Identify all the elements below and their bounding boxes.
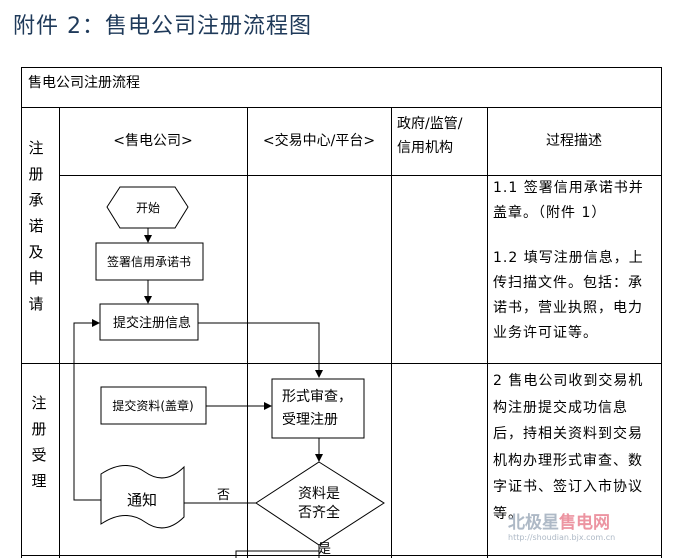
header-government: 政府/监管/ 信用机构 [397,112,462,160]
stage-char: 及 [28,243,44,261]
watermark-brand: 北极星 [508,513,559,533]
stage-char: 册 [28,165,44,183]
header-trading-center: <交易中心/平台> [262,133,376,149]
stage-label-acceptance: 注册受理 [31,394,47,490]
description-2: 2 售电公司收到交易机构注册提交成功信息后，持相关资料到交易机构办理形式审查、数… [493,373,644,522]
start-label: 开始 [136,201,160,215]
header-gov-line: 信用机构 [397,140,453,156]
start-node [106,186,189,229]
stage-char: 请 [28,295,44,313]
header-description: 过程描述 [546,133,602,149]
submit-info-box [99,303,199,341]
submit-docs-label: 提交资料(盖章) [112,398,193,413]
review-box [271,378,365,439]
sign-commitment-box [95,242,204,281]
submit-docs-box [100,386,207,425]
header-sales-company: <售电公司> [113,133,193,149]
watermark: 北极星售电网 http://shoudian.bjx.com.cn [508,508,615,542]
decision-label-2: 否齐全 [298,504,340,521]
no-label: 否 [217,488,230,503]
stage-char: 申 [28,269,44,287]
decision-label-1: 资料是 [298,486,340,502]
sign-commitment-label: 签署信用承诺书 [107,254,191,269]
stage-char: 承 [28,191,44,209]
decision-node [255,461,385,546]
header-gov-line: 政府/监管/ [397,116,463,132]
notify-document [100,465,185,529]
description-1-1: 1.1 签署信用承诺书并盖章。（附件 1） [493,180,644,221]
yes-label: 是 [318,542,331,557]
review-label-1: 形式审查， [282,389,352,405]
watermark-brand-accent: 售电网 [559,513,610,533]
stage-char: 注 [28,139,44,157]
notify-label: 通知 [127,491,157,509]
stage-char: 诺 [28,217,44,235]
watermark-url: http://shoudian.bjx.com.cn [508,533,616,542]
table-caption: 售电公司注册流程 [28,75,140,91]
page-title: 附件 2：售电公司注册流程图 [13,14,312,39]
stage-label-application: 注 册 承 诺 及 申 请 [28,135,44,317]
description-1-2: 1.2 填写注册信息，上传扫描文件。包括：承诺书，营业执照，电力业务许可证等。 [493,250,644,341]
review-label-2: 受理注册 [282,412,338,428]
submit-info-label: 提交注册信息 [113,315,191,331]
